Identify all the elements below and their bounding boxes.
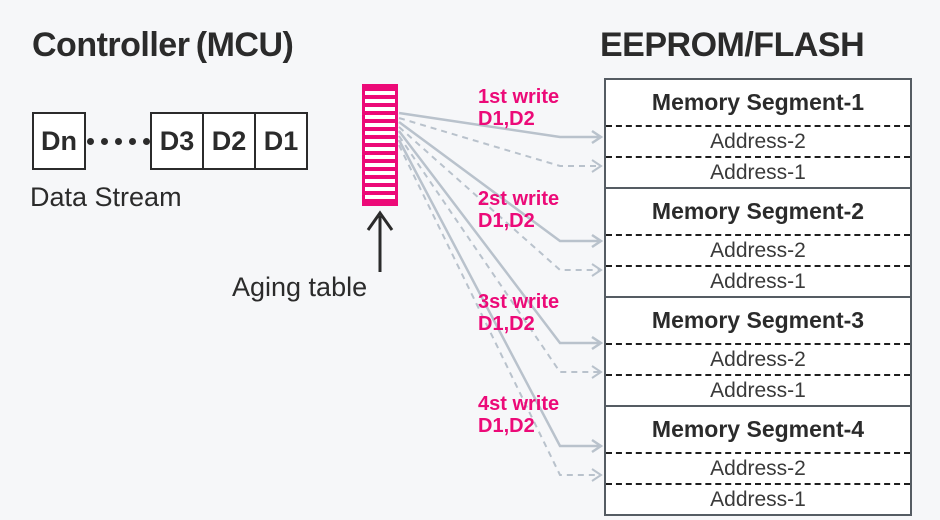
- data-box-dn: Dn: [32, 112, 86, 170]
- write-label-2: 2st write D1,D2: [478, 188, 559, 232]
- data-stream-ellipsis-icon: [86, 112, 150, 170]
- aging-table-block: [362, 84, 398, 206]
- connector-arrow-4: [591, 438, 604, 454]
- write-label-3: 3st write D1,D2: [478, 291, 559, 335]
- memory-block: Memory Segment-1 Address-2 Address-1 Mem…: [604, 78, 912, 516]
- memory-segment-4-title: Memory Segment-4: [651, 416, 865, 442]
- memory-segment-4: Memory Segment-4 Address-2 Address-1: [604, 405, 912, 516]
- eeprom-title: EEPROM/FLASH: [600, 26, 865, 64]
- write-label-4-line2: D1,D2: [478, 415, 535, 437]
- data-box-d3: D3: [150, 112, 204, 170]
- connector-arrow-1: [591, 129, 604, 145]
- connector-arrow-dashed-1: [591, 159, 603, 173]
- connector-arrow-3: [591, 335, 604, 351]
- aging-table-label: Aging table: [232, 272, 368, 302]
- memory-segment-2-title: Memory Segment-2: [651, 198, 865, 224]
- connector-arrow-dashed-2: [591, 263, 603, 277]
- write-label-1-line1: 1st write: [478, 86, 560, 108]
- data-stream-row: Dn D3 D2 D1: [32, 112, 308, 170]
- memory-segment-1-address-1: Address-1: [606, 156, 910, 187]
- write-label-4: 4st write D1,D2: [478, 393, 559, 437]
- write-label-4-line1: 4st write: [478, 393, 560, 415]
- connector-arrow-2: [591, 233, 604, 249]
- write-label-3-line1: 3st write: [478, 291, 560, 313]
- write-label-3-line2: D1,D2: [478, 313, 535, 335]
- connector-arrow-dashed-3: [591, 365, 603, 379]
- controller-title: Controller (MCU): [32, 26, 294, 64]
- write-label-2-line2: D1,D2: [478, 210, 535, 232]
- memory-segment-2-address-2: Address-2: [606, 234, 910, 265]
- memory-segment-4-address-1: Address-1: [606, 483, 910, 514]
- connector-arrow-dashed-4: [591, 468, 603, 482]
- data-box-d2: D2: [202, 112, 256, 170]
- memory-segment-3-address-2: Address-2: [606, 343, 910, 374]
- aging-table-pointer-arrow-icon: [366, 210, 394, 272]
- memory-segment-3-address-1: Address-1: [606, 374, 910, 405]
- data-stream-label: Data Stream: [30, 182, 182, 212]
- write-label-2-line1: 2st write: [478, 188, 560, 210]
- memory-segment-2: Memory Segment-2 Address-2 Address-1: [604, 187, 912, 298]
- connector-dashed-3: [398, 135, 600, 373]
- memory-segment-3: Memory Segment-3 Address-2 Address-1: [604, 296, 912, 407]
- memory-segment-4-address-2: Address-2: [606, 452, 910, 483]
- write-label-1: 1st write D1,D2: [478, 86, 559, 130]
- memory-segment-2-address-1: Address-1: [606, 265, 910, 296]
- write-label-1-line2: D1,D2: [478, 108, 535, 130]
- data-box-d1: D1: [254, 112, 308, 170]
- memory-segment-1: Memory Segment-1 Address-2 Address-1: [604, 78, 912, 189]
- memory-segment-1-address-2: Address-2: [606, 125, 910, 156]
- memory-segment-1-title: Memory Segment-1: [651, 89, 865, 115]
- memory-segment-3-title: Memory Segment-3: [651, 307, 865, 333]
